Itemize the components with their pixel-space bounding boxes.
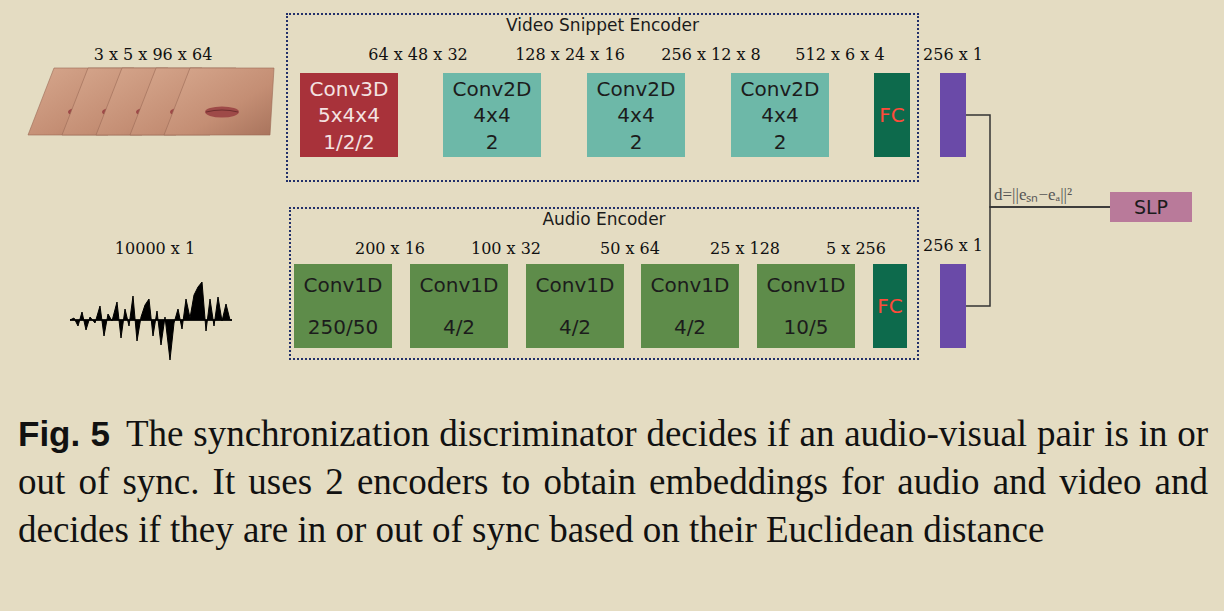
layer-text: Conv2D — [453, 78, 532, 100]
conv2d-layer: Conv2D 4x4 2 — [443, 73, 541, 157]
layer-text: Conv2D — [741, 78, 820, 100]
embedding-connector — [966, 207, 1110, 306]
conv2d-layer: Conv2D 4x4 2 — [587, 73, 685, 157]
slp-classifier: SLP — [1110, 192, 1192, 222]
layer-text: 4x4 — [473, 104, 510, 126]
embedding-bar: 256 x 1 — [940, 264, 966, 348]
layer-text: 2 — [486, 131, 499, 153]
conv3d-layer: Conv3D 5x4x4 1/2/2 — [300, 73, 398, 157]
encoder-group: Audio EncoderConv1D250/50Conv1D4/2Conv1D… — [289, 207, 919, 360]
conv1d-layer: Conv1D 4/2 — [410, 264, 508, 348]
layer-text: SLP — [1134, 197, 1168, 218]
tensor-dimension: 512 x 6 x 4 — [795, 45, 884, 64]
group-title: Video Snippet Encoder — [288, 15, 917, 35]
caption-text: The synchronization discriminator decide… — [18, 413, 1208, 550]
tensor-dimension: 64 x 48 x 32 — [368, 45, 467, 64]
tensor-dimension: 50 x 64 — [600, 239, 660, 258]
tensor-dimension: 10000 x 1 — [115, 239, 195, 258]
group-title: Audio Encoder — [291, 209, 917, 229]
layer-text: 10/5 — [784, 316, 829, 338]
distance-formula: d=||eₛₙ−eₐ||² — [992, 182, 1074, 205]
tensor-dimension: 5 x 256 — [826, 239, 886, 258]
layer-text: Conv2D — [597, 78, 676, 100]
layer-text: 250/50 — [308, 316, 378, 338]
layer-text: 2 — [630, 131, 643, 153]
embedding-bar: 256 x 1 — [940, 73, 966, 157]
tensor-dimension: 100 x 32 — [471, 239, 541, 258]
dimension-heading: 256 x 1 — [923, 45, 983, 64]
figure-number: Fig. 5 — [18, 414, 110, 453]
conv1d-layer: Conv1D 4/2 — [526, 264, 624, 348]
conv1d-layer: Conv1D 4/2 — [641, 264, 739, 348]
layer-text: Conv1D — [767, 274, 846, 296]
tensor-dimension: 25 x 128 — [710, 239, 780, 258]
layer-text: 4/2 — [674, 316, 706, 338]
conv1d-layer: Conv1D 10/5 — [757, 264, 855, 348]
layer-text: FC — [879, 104, 904, 126]
layer-text: 4x4 — [761, 104, 798, 126]
layer-text: Conv1D — [304, 274, 383, 296]
tensor-dimension: 200 x 16 — [355, 239, 425, 258]
layer-text: Conv1D — [420, 274, 499, 296]
tensor-dimension: 128 x 24 x 16 — [515, 45, 625, 64]
fc-layer: FC — [873, 264, 907, 348]
conv1d-layer: Conv1D 250/50 — [294, 264, 392, 348]
tensor-dimension: 256 x 12 x 8 — [661, 45, 760, 64]
fc-layer: FC — [874, 73, 910, 157]
layer-text: 5x4x4 — [318, 104, 380, 126]
layer-text: FC — [877, 295, 902, 317]
layer-text: Conv1D — [536, 274, 615, 296]
embedding-connector — [966, 115, 1110, 207]
face-frames-illustration — [24, 64, 280, 140]
conv2d-layer: Conv2D 4x4 2 — [731, 73, 829, 157]
audio-waveform-illustration — [66, 276, 238, 366]
layer-text: 1/2/2 — [323, 131, 375, 153]
layer-text: 2 — [774, 131, 787, 153]
dimension-heading: 256 x 1 — [923, 236, 983, 255]
tensor-dimension: 3 x 5 x 96 x 64 — [94, 45, 213, 64]
layer-text: Conv3D — [310, 78, 389, 100]
caption-block: Fig. 5The synchronization discriminator … — [18, 410, 1208, 554]
encoder-group: Video Snippet EncoderConv3D5x4x41/2/2Con… — [286, 13, 919, 182]
layer-text: 4/2 — [559, 316, 591, 338]
layer-text: Conv1D — [651, 274, 730, 296]
layer-text: 4/2 — [443, 316, 475, 338]
layer-text: 4x4 — [617, 104, 654, 126]
